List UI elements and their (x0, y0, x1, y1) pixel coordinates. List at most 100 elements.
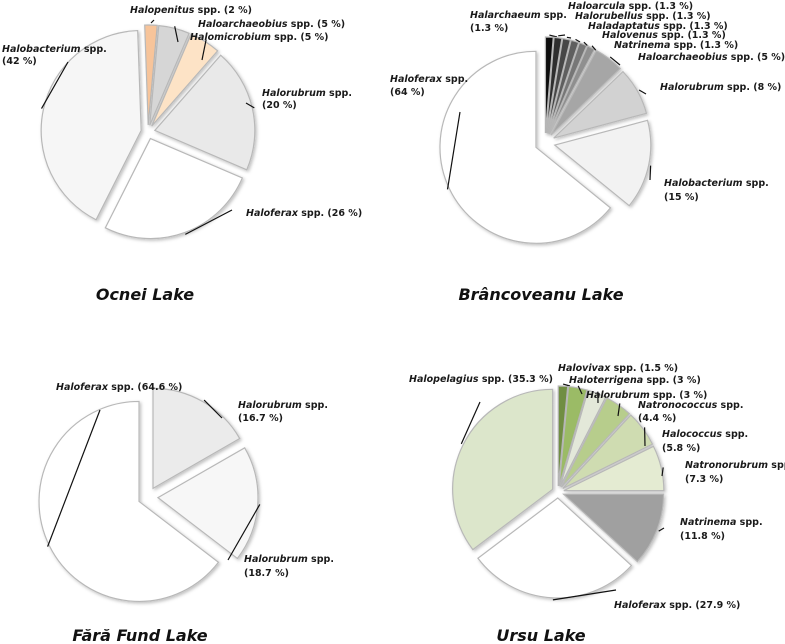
slice-genus: Halococcus (662, 429, 722, 440)
pie-slice (550, 49, 622, 136)
slice-suffix: spp. (8 %) (724, 82, 782, 93)
leader-line (201, 39, 207, 61)
leader-line (552, 589, 617, 601)
slice-suffix: spp. (541, 10, 567, 21)
slice-label: Natrinema spp. (680, 517, 763, 528)
slice-label: Haloarchaeobius spp. (5 %) (638, 52, 785, 63)
slice-suffix: spp. (717, 400, 743, 411)
slice-label: Haloferax spp. (27.9 %) (614, 600, 740, 611)
slice-genus: Halomicrobium (190, 32, 271, 43)
slice-suffix: spp. (1.3 %) (670, 40, 738, 51)
slice-percent: (20 %) (262, 100, 297, 111)
slice-percent: (16.7 %) (238, 413, 283, 424)
slice-suffix: spp. (3 %) (650, 390, 708, 401)
pie-slice (477, 497, 633, 599)
slice-percent: (11.8 %) (680, 531, 725, 542)
slice-genus: Haloterrigena (569, 375, 643, 386)
slice-percent: (1.3 %) (470, 23, 508, 34)
leader-line (649, 165, 652, 181)
slice-suffix: spp. (722, 429, 748, 440)
slice-label: Haladaptatus spp. (1.3 %) (588, 21, 728, 32)
leader-line (47, 409, 101, 547)
leader-line (658, 527, 665, 532)
slice-genus: Natrinema (614, 40, 670, 51)
chart-title: Brâncoveanu Lake (458, 285, 623, 304)
slice-label: Halopenitus spp. (2 %) (130, 5, 252, 16)
slice-suffix: spp. (1.3 %) (643, 11, 711, 22)
leader-line (203, 399, 223, 419)
slice-label: Halarchaeum spp. (470, 10, 567, 21)
slice-suffix: spp. (743, 178, 769, 189)
chart-title: Ocnei Lake (96, 285, 194, 304)
pie-slice (104, 137, 244, 240)
slice-genus: Haladaptatus (588, 21, 660, 32)
slice-genus: Halorubrum (586, 390, 650, 401)
pie-slice (560, 397, 631, 488)
slice-genus: Halovivax (558, 363, 611, 374)
slice-suffix: spp. (26 %) (298, 208, 362, 219)
slice-suffix: spp. (768, 460, 785, 471)
slice-genus: Halarchaeum (470, 10, 541, 21)
pie-slice (452, 388, 554, 551)
slice-genus: Halorubrum (238, 400, 302, 411)
slice-label: Halovivax spp. (1.5 %) (558, 363, 678, 374)
leader-line (575, 38, 581, 43)
slice-suffix: spp. (326, 88, 352, 99)
slice-label: Halomicrobium spp. (5 %) (190, 32, 328, 43)
pie-slice (559, 389, 607, 487)
slice-suffix: spp. (3 %) (643, 375, 701, 386)
slice-suffix: spp. (2 %) (194, 5, 252, 16)
slice-percent: (7.3 %) (685, 474, 723, 485)
slice-label: Halorubrum spp. (8 %) (660, 82, 781, 93)
leader-line (661, 467, 664, 477)
slice-genus: Haloferax (390, 74, 443, 85)
slice-percent: (4.4 %) (638, 413, 676, 424)
pie-slice (562, 414, 654, 489)
slice-suffix: spp. (64.6 %) (108, 382, 182, 393)
slice-genus: Haloferax (614, 600, 667, 611)
slice-genus: Halobacterium (2, 44, 81, 55)
slice-suffix: spp. (1.3 %) (625, 1, 693, 12)
leader-line (245, 102, 255, 109)
slice-suffix: spp. (302, 400, 328, 411)
slice-suffix: spp. (1.3 %) (658, 30, 726, 41)
slice-label: Halorubrum spp. (238, 400, 328, 411)
slice-label: Haloarcula spp. (1.3 %) (568, 1, 693, 12)
slice-suffix: spp. (442, 74, 468, 85)
slice-percent: (18.7 %) (244, 568, 289, 579)
slice-label: Halobacterium spp. (664, 178, 769, 189)
slice-suffix: spp. (308, 554, 334, 565)
pie-slice (439, 50, 612, 244)
pie-slice (151, 33, 219, 127)
slice-label: Halococcus spp. (662, 429, 748, 440)
slice-genus: Halorubrum (244, 554, 308, 565)
leader-line (185, 209, 233, 235)
slice-percent: (15 %) (664, 192, 699, 203)
pie-chart-1: Halopenitus spp. (2 %) Haloarchaeobius sp… (2, 5, 362, 304)
slice-suffix: spp. (1.3 %) (660, 21, 728, 32)
slice-suffix: spp. (5 %) (271, 32, 329, 43)
pie-slice (557, 385, 569, 487)
slice-genus: Halobacterium (664, 178, 743, 189)
leader-line (638, 89, 647, 95)
slice-label: Haloarchaeobius spp. (5 %) (198, 19, 345, 30)
slice-suffix: spp. (27.9 %) (666, 600, 740, 611)
slice-suffix: spp. (5 %) (728, 52, 785, 63)
slice-label: Haloferax spp. (64.6 %) (56, 382, 182, 393)
slice-genus: Haloarchaeobius (198, 19, 288, 30)
pie-slice (40, 29, 142, 221)
pie-slice (558, 385, 588, 487)
slice-suffix: spp. (35.3 %) (479, 374, 553, 385)
leader-line (577, 385, 583, 395)
slice-genus: Haloarcula (568, 1, 625, 12)
pie-chart-3: Halorubrum spp. (16.7 %) Halorubrum spp. (1… (38, 382, 334, 644)
leader-line (617, 403, 621, 417)
slice-genus: Haloarchaeobius (638, 52, 728, 63)
slice-genus: Natronorubrum (685, 460, 768, 471)
slice-label: Halorubrum spp. (262, 88, 352, 99)
leader-line (40, 61, 69, 109)
pie-slice (144, 24, 158, 126)
slice-label: Haloterrigena spp. (3 %) (569, 375, 701, 386)
slice-genus: Halorubrum (262, 88, 326, 99)
